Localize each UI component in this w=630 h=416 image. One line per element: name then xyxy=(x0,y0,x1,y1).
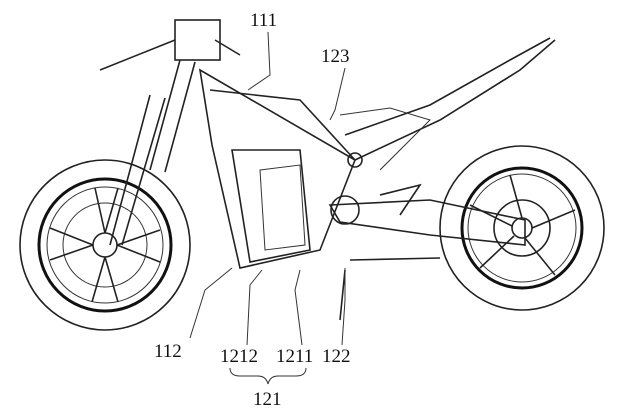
front-fork xyxy=(99,19,241,246)
label-123: 123 xyxy=(321,46,350,67)
front-wheel-spokes xyxy=(49,187,161,303)
label-112: 112 xyxy=(154,341,182,362)
rear-wheel-spokes xyxy=(469,174,576,276)
swingarm xyxy=(328,183,526,321)
rear-wheel xyxy=(439,145,605,311)
label-1211: 1211 xyxy=(276,346,313,367)
label-121: 121 xyxy=(253,389,282,410)
label-1212: 1212 xyxy=(220,346,258,367)
brace-121 xyxy=(229,367,307,385)
leader-lines xyxy=(189,31,346,346)
label-111: 111 xyxy=(250,10,277,31)
main-frame xyxy=(198,37,556,269)
label-122: 122 xyxy=(322,346,351,367)
front-wheel xyxy=(19,159,191,331)
